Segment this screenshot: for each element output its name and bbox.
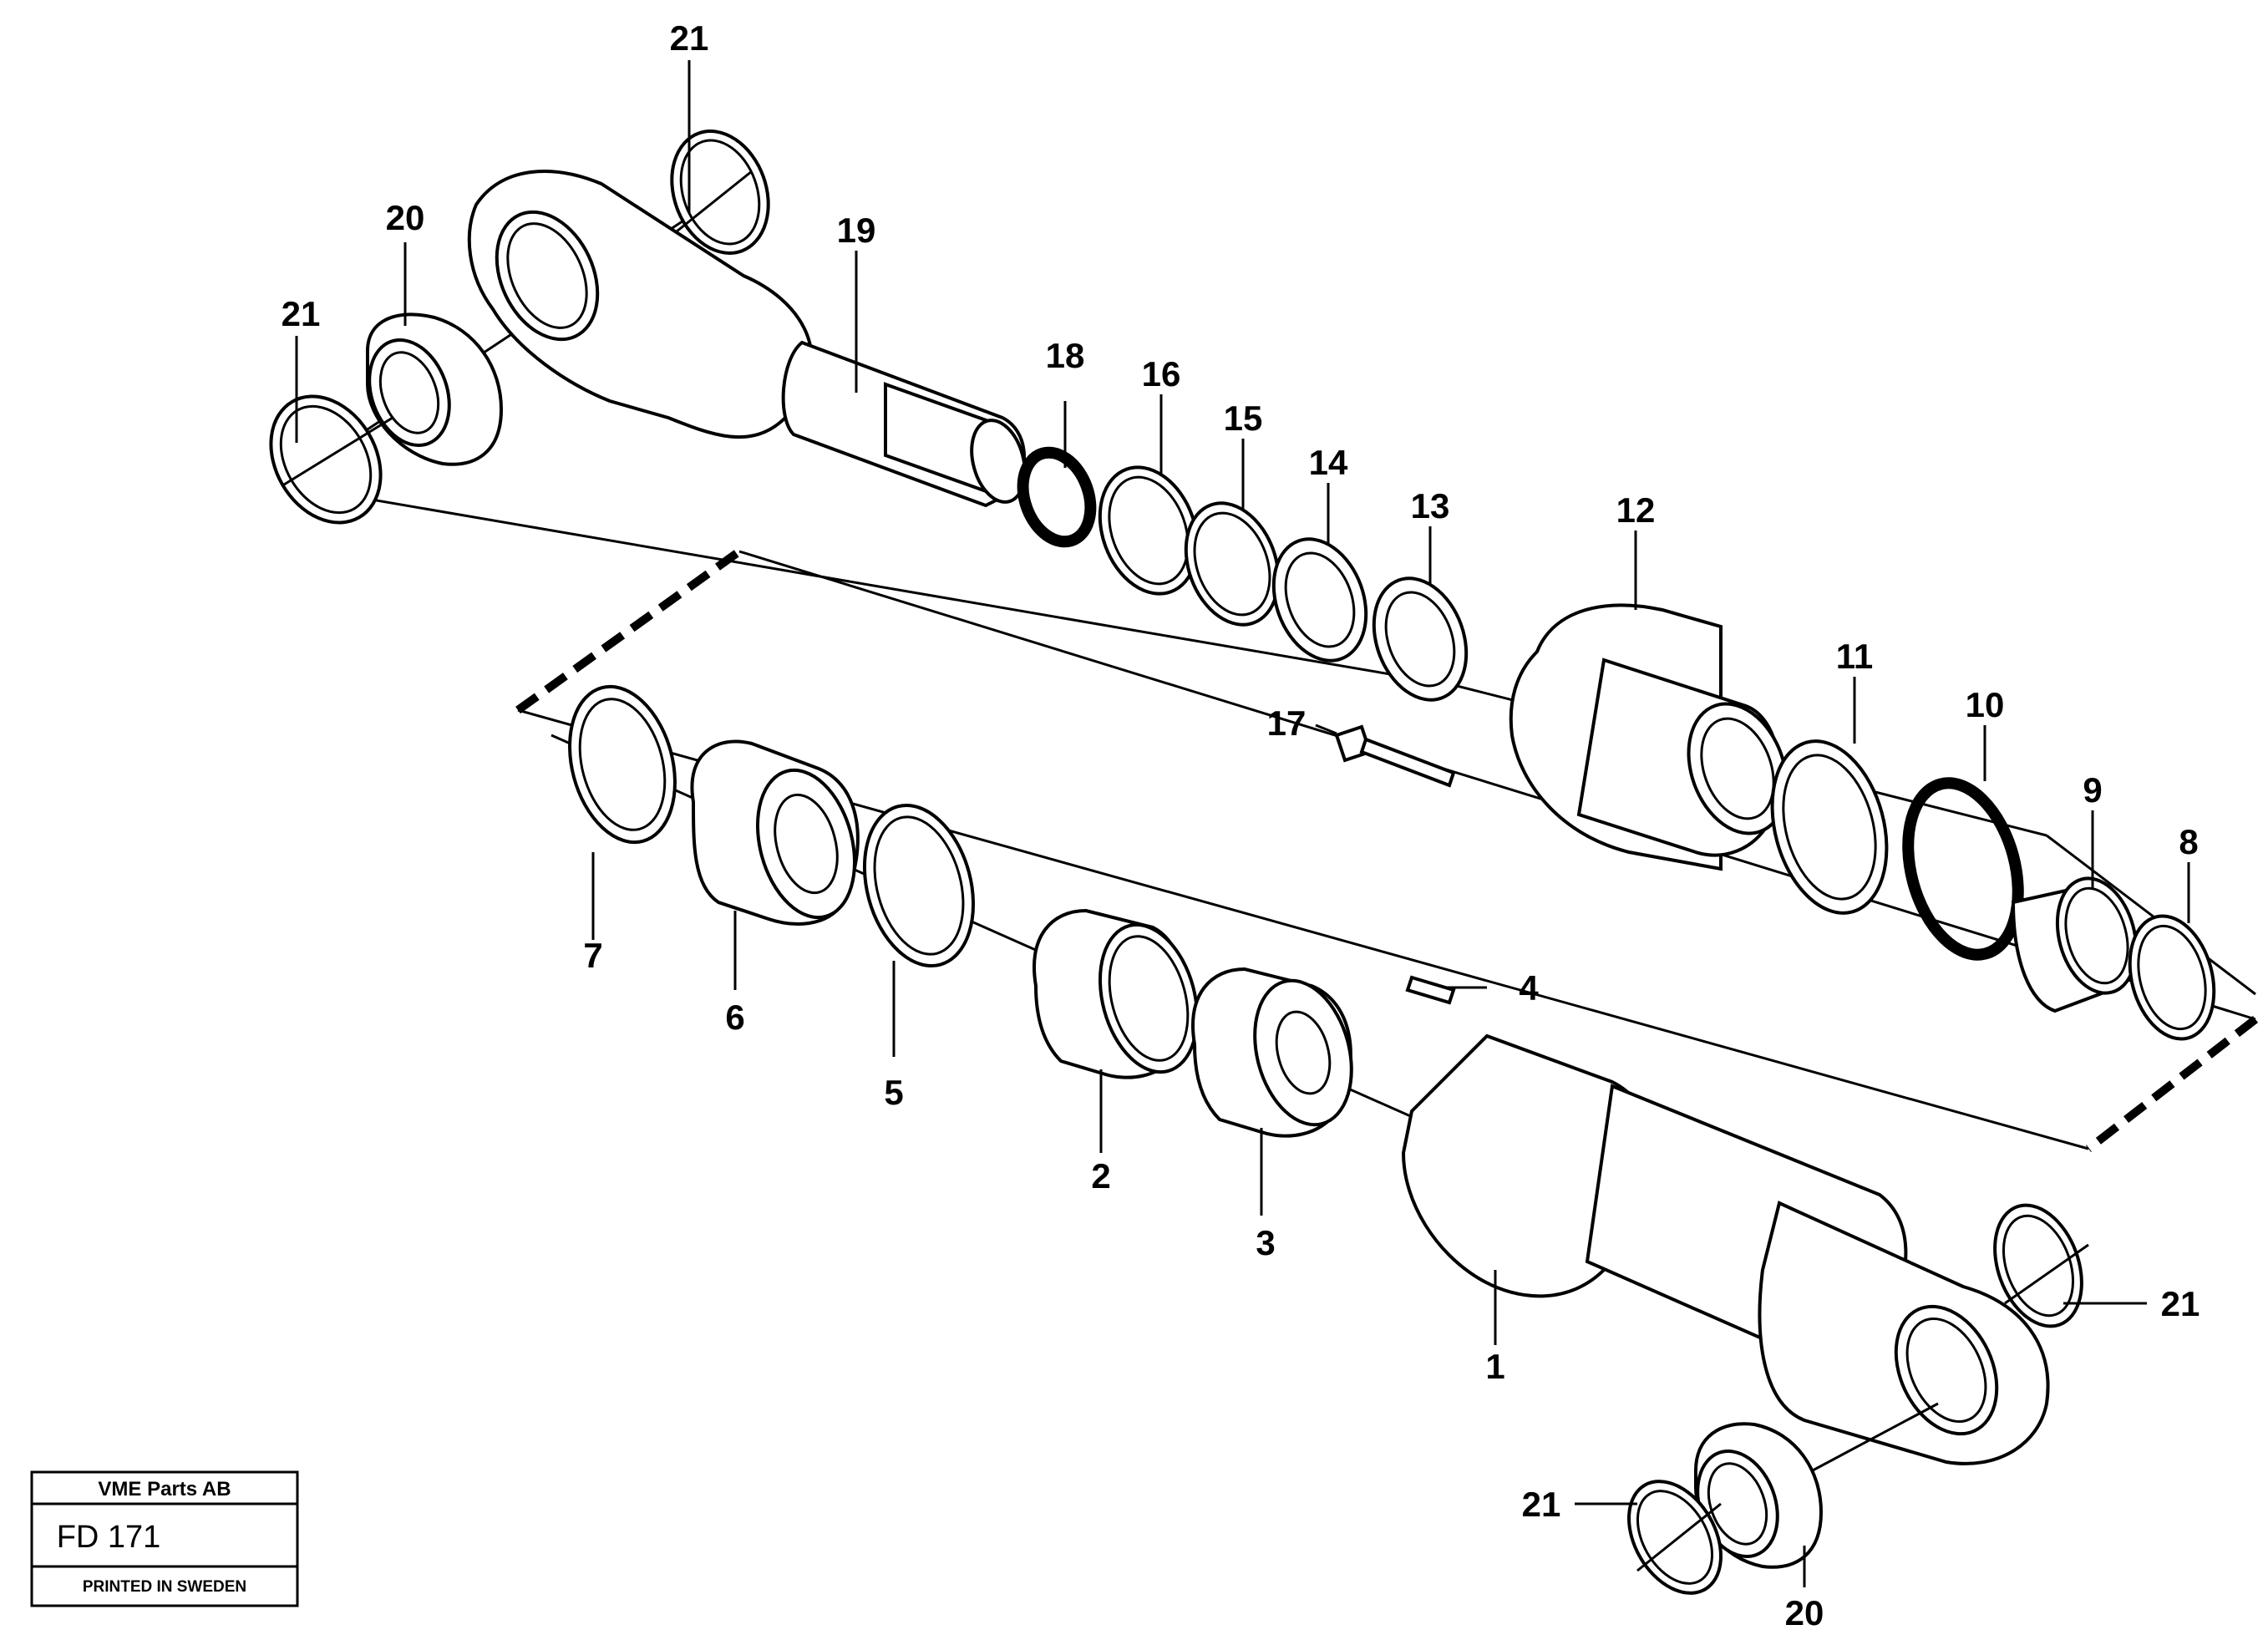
- stamp-company: VME Parts AB: [98, 1478, 231, 1500]
- bolt-17: [1334, 724, 1456, 788]
- callout-11: 11: [1836, 637, 1873, 676]
- seal-ring-7: [568, 684, 677, 845]
- callout-10: 10: [1966, 685, 2005, 724]
- circlip-21-lower-left: [1627, 1480, 1723, 1595]
- upper-axis-line: [283, 483, 1454, 687]
- circlip-21-upper-left: [269, 394, 393, 525]
- callout-21-lower-left: 21: [1522, 1485, 1561, 1524]
- callout-20-upper: 20: [386, 198, 425, 237]
- callout-21-lower-right: 21: [2161, 1284, 2200, 1323]
- callout-7: 7: [583, 936, 602, 975]
- callout-5: 5: [884, 1073, 903, 1112]
- screw-4: [1405, 975, 1456, 1005]
- callout-1: 1: [1485, 1347, 1504, 1386]
- callout-3: 3: [1256, 1223, 1275, 1262]
- o-ring-10: [1902, 777, 2024, 961]
- piston-3: [1191, 967, 1353, 1138]
- rod-seal-13: [1372, 576, 1469, 702]
- bushing-9: [2011, 876, 2139, 1013]
- callout-13: 13: [1411, 486, 1450, 526]
- callout-4: 4: [1519, 968, 1539, 1008]
- o-ring-18: [1017, 446, 1097, 548]
- circlip-21-lower-right: [1993, 1203, 2089, 1328]
- circlip-21-top: [667, 129, 770, 255]
- backup-ring-11: [1770, 739, 1889, 915]
- piston-kit-boundary-right: [2085, 1016, 2259, 1152]
- spherical-bearing-20-upper: [366, 312, 504, 466]
- seal-ring-15: [1184, 501, 1281, 627]
- callout-19: 19: [837, 211, 876, 250]
- callout-17: 17: [1267, 703, 1307, 743]
- upper-axis-line-3: [2046, 834, 2256, 996]
- wiper-ring-16: [1098, 465, 1200, 596]
- callout-2: 2: [1091, 1156, 1110, 1196]
- piston-kit-boundary-left: [515, 547, 742, 714]
- callout-16: 16: [1142, 354, 1181, 393]
- rod-eye-upper: [467, 170, 814, 439]
- callout-12: 12: [1616, 490, 1656, 530]
- cylinder-tube-1: [1401, 1033, 2050, 1465]
- bushing-2: [1033, 908, 1200, 1079]
- piston-6: [690, 739, 860, 926]
- callout-20-lower: 20: [1785, 1593, 1824, 1632]
- callout-8: 8: [2179, 822, 2198, 861]
- circlip-8: [2128, 914, 2216, 1041]
- guide-ring-14: [1271, 537, 1368, 663]
- callout-labels: 21 20 21 19 18 16 15 14 13 12 17 11 10 9…: [282, 18, 2200, 1632]
- seal-ring-5: [862, 803, 976, 968]
- stamp-printed: PRINTED IN SWEDEN: [83, 1578, 246, 1596]
- leader-lines: [295, 60, 2190, 1587]
- callout-14: 14: [1309, 443, 1348, 482]
- cylinder-head-12: [1509, 603, 1789, 871]
- callout-6: 6: [725, 998, 744, 1037]
- title-stamp: VME Parts AB FD 171 PRINTED IN SWEDEN: [30, 1470, 299, 1607]
- callout-21-upper-left: 21: [282, 294, 321, 333]
- callout-9: 9: [2083, 770, 2102, 810]
- callout-18: 18: [1046, 336, 1085, 375]
- callout-15: 15: [1224, 399, 1263, 438]
- callout-21-top: 21: [670, 18, 709, 58]
- piston-rod-19: [781, 340, 1027, 508]
- stamp-drawing-number: FD 171: [57, 1520, 161, 1555]
